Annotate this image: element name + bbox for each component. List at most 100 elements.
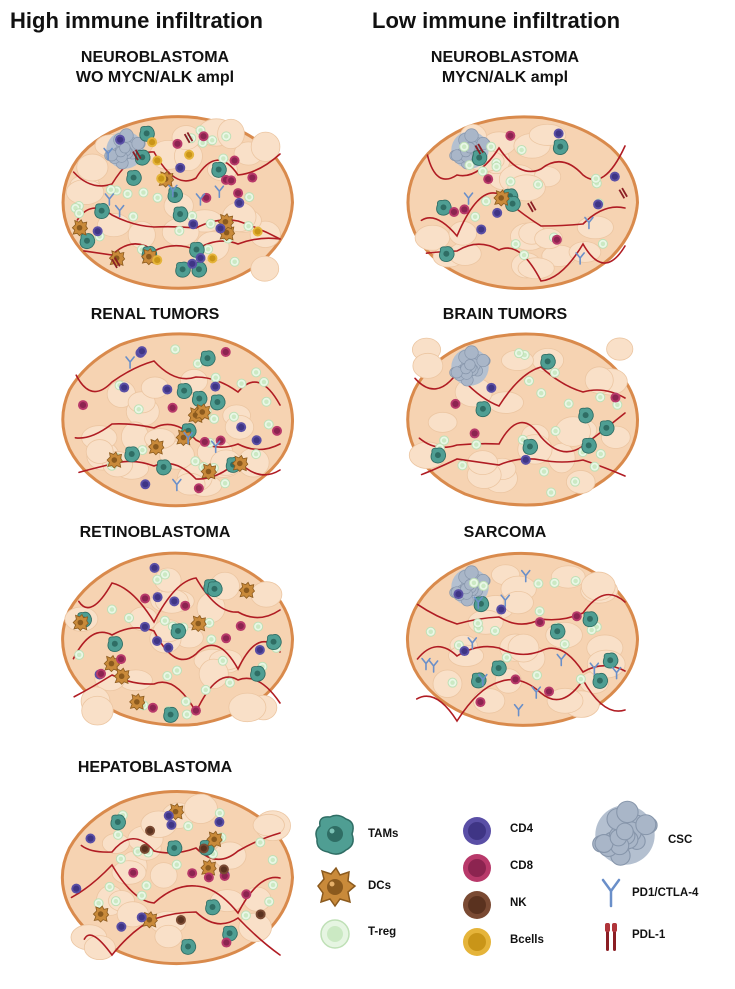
treg-cell [589,461,600,472]
bcell-cell [152,155,163,166]
pd1-receptor [500,594,511,608]
treg-cell [516,144,527,155]
treg-cell [210,372,221,383]
pd1-receptor [421,657,431,671]
treg-cell [138,187,149,198]
pd1-receptor [589,662,600,676]
treg-cell [141,880,152,891]
dc-cell [190,614,207,633]
cd4-cell [214,817,225,828]
treg-cell [209,413,220,424]
cd4-cell [139,621,150,632]
immune-cells [78,344,282,494]
treg-cell [575,674,586,685]
csc-legend-icon [592,800,658,866]
treg-cell [220,478,231,489]
pd1-receptor [428,660,439,673]
cd4-cell [152,592,163,603]
low-infiltration-header: Low immune infiltration [372,8,621,33]
cd4-cell [520,454,531,465]
tam-cell [471,149,488,166]
pd1-legend-icon [601,878,621,908]
tam-cell [581,437,597,454]
cd4-cell [175,162,186,173]
cd8-cell [221,633,232,644]
immune-cells [436,128,628,265]
immune-cells [421,569,622,717]
treg-cell [501,652,512,663]
treg-cell [468,577,479,588]
bcell-cell [184,149,195,160]
treg-cell [505,176,516,187]
treg-cell [477,166,488,177]
tam-cell [602,652,619,669]
tam-cell [107,636,124,653]
cd4-cell [553,128,564,139]
treg-cell [187,210,198,221]
tam-cell [207,581,223,598]
cd8-cell [510,674,521,685]
bcell-cell [207,253,218,264]
treg-cell [170,344,181,355]
treg-cell [549,367,560,378]
treg-cell [563,398,574,409]
bcell-cell [156,173,167,184]
legend-label-dcs: DCs [368,880,392,892]
cd8-cell [147,702,158,713]
treg-cell [152,192,163,203]
csc-cluster [104,128,146,170]
cd8-cell [116,654,127,665]
treg-cell [160,569,171,580]
treg-cell [229,256,240,267]
cd8-cell [187,868,198,879]
treg-cell [180,696,191,707]
pd1-receptor [183,431,193,445]
dc-cell [71,219,89,237]
nk-cell [175,914,186,925]
treg-cell [439,435,450,446]
treg-cell [113,829,124,840]
dc-cell [493,189,510,207]
bcell-cell [152,255,163,266]
dc-cell [232,454,249,473]
tam-cell [582,611,599,628]
immune-cells [71,802,279,955]
legend-label-bcells: Bcells [510,934,544,946]
treg-cell [490,625,501,636]
cd8-cell [610,392,621,403]
treg-cell [267,854,278,865]
tam-cell [205,899,221,916]
treg-cell [532,670,543,681]
treg-cell [595,448,606,459]
treg-cell [174,225,185,236]
nk-cell [198,843,209,854]
cd4-cell [92,226,103,237]
treg-cell [122,188,133,199]
cd4-cell [152,636,163,647]
cd8-cell [483,174,494,185]
treg-cell [224,677,235,688]
treg-cell [207,135,218,146]
treg-cell [253,621,264,632]
treg-cell [183,821,194,832]
bcell-cell [147,137,158,148]
tam-cell [166,840,183,857]
nk-cell [218,864,229,875]
pdl1-ligand [111,257,121,269]
cd4-cell [85,833,96,844]
legend-label-cd8: CD8 [510,860,534,872]
treg-cell [251,367,262,378]
cd8-cell [233,188,244,199]
treg-cell [559,639,570,650]
nk-cell [145,825,156,836]
pd1-receptor [467,637,478,650]
dc-cell [92,905,110,923]
dc-cell [200,462,217,481]
treg-cell [447,677,458,688]
treg-cell [481,196,492,207]
tumor-neuroblastoma-ampl [406,115,640,290]
treg-cell [519,250,530,261]
cd4-cell [116,921,127,932]
treg-cell [204,617,215,628]
cd8-cell [172,138,183,149]
